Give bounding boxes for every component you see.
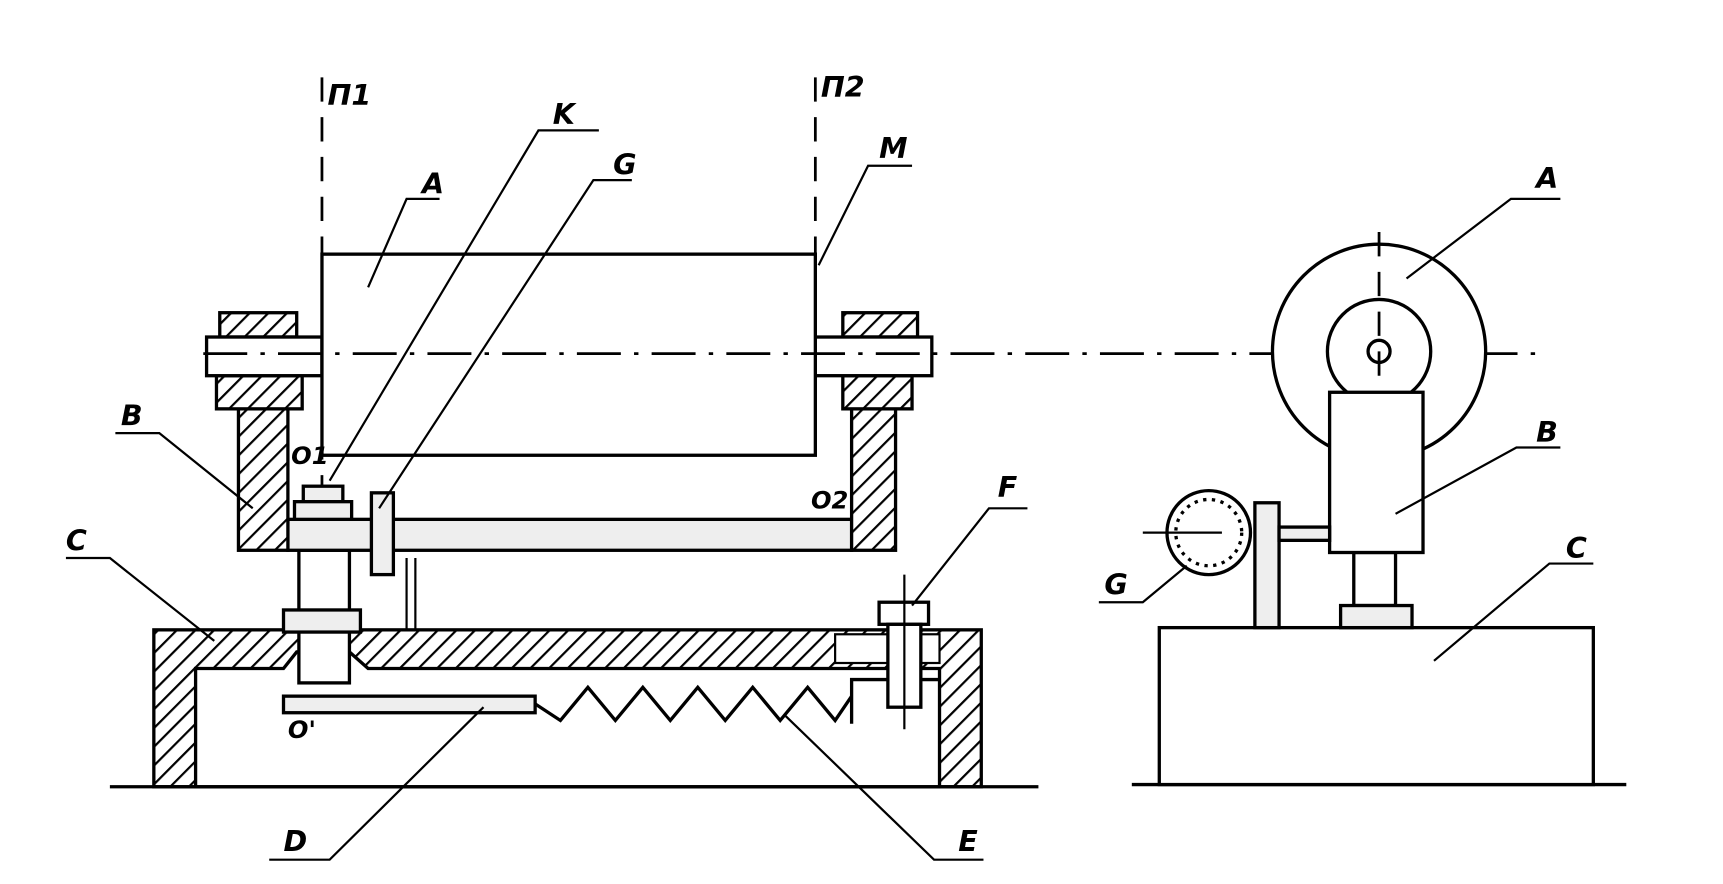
label-a-front: A: [420, 166, 444, 200]
bracket-b-left-cap: [218, 311, 299, 339]
label-e: E: [958, 824, 978, 858]
label-k: K: [553, 97, 577, 131]
leader-b-side: [1395, 446, 1561, 515]
leader-a: [367, 197, 440, 288]
side-view: A B C G: [1098, 161, 1627, 787]
leader-g-side: [1098, 564, 1188, 604]
label-b-front: B: [121, 398, 143, 432]
column-side: [1352, 550, 1398, 608]
label-pi2: Π2: [821, 70, 865, 104]
support-collar: [281, 608, 363, 634]
shaft-left: [204, 335, 324, 378]
leader-c: [65, 556, 215, 642]
label-g-front: G: [613, 148, 636, 182]
dial-face: [1174, 497, 1244, 568]
leader-k: [328, 129, 599, 482]
label-a-side: A: [1534, 161, 1558, 195]
leader-c-side: [1433, 562, 1594, 662]
base-c-side: [1157, 625, 1595, 787]
leader-m: [817, 164, 913, 266]
leader-a-side: [1405, 197, 1561, 280]
spring-e: [534, 684, 853, 724]
bracket-b-right-bearing: [841, 374, 914, 411]
bracket-b-right-post: [849, 407, 898, 552]
label-o-prime: O': [288, 715, 316, 744]
label-c-side: C: [1566, 531, 1587, 565]
label-o2: O2: [811, 485, 848, 514]
lever-d: [281, 694, 537, 715]
label-d: D: [284, 824, 308, 858]
label-pi1: Π1: [327, 78, 371, 112]
indicator-pin-g: [369, 491, 396, 577]
bracket-b-right-cap: [841, 311, 920, 339]
collar-side: [1338, 603, 1414, 630]
nut-o1-bottom: [292, 500, 354, 522]
label-c-front: C: [66, 523, 87, 557]
leader-b: [115, 432, 254, 510]
front-view: Π1 Π2 K G A M B C O1 O2 F O' D E: [65, 70, 1539, 861]
label-m: M: [879, 131, 907, 165]
label-f: F: [998, 470, 1018, 504]
label-o1: O1: [291, 441, 328, 470]
leader-f: [911, 507, 1028, 607]
leader-g: [378, 179, 632, 509]
bracket-b-side: [1327, 390, 1425, 555]
nut-o1-top: [301, 484, 345, 504]
label-g-side: G: [1104, 567, 1127, 601]
shaft-right: [813, 335, 934, 378]
leader-d: [269, 706, 485, 861]
indicator-stem: [1277, 525, 1332, 543]
indicator-stand: [1253, 501, 1281, 630]
label-b-side: B: [1536, 415, 1558, 449]
bracket-b-left-post: [236, 407, 290, 552]
bracket-b-left-bearing: [214, 374, 304, 411]
leader-e: [784, 715, 984, 861]
